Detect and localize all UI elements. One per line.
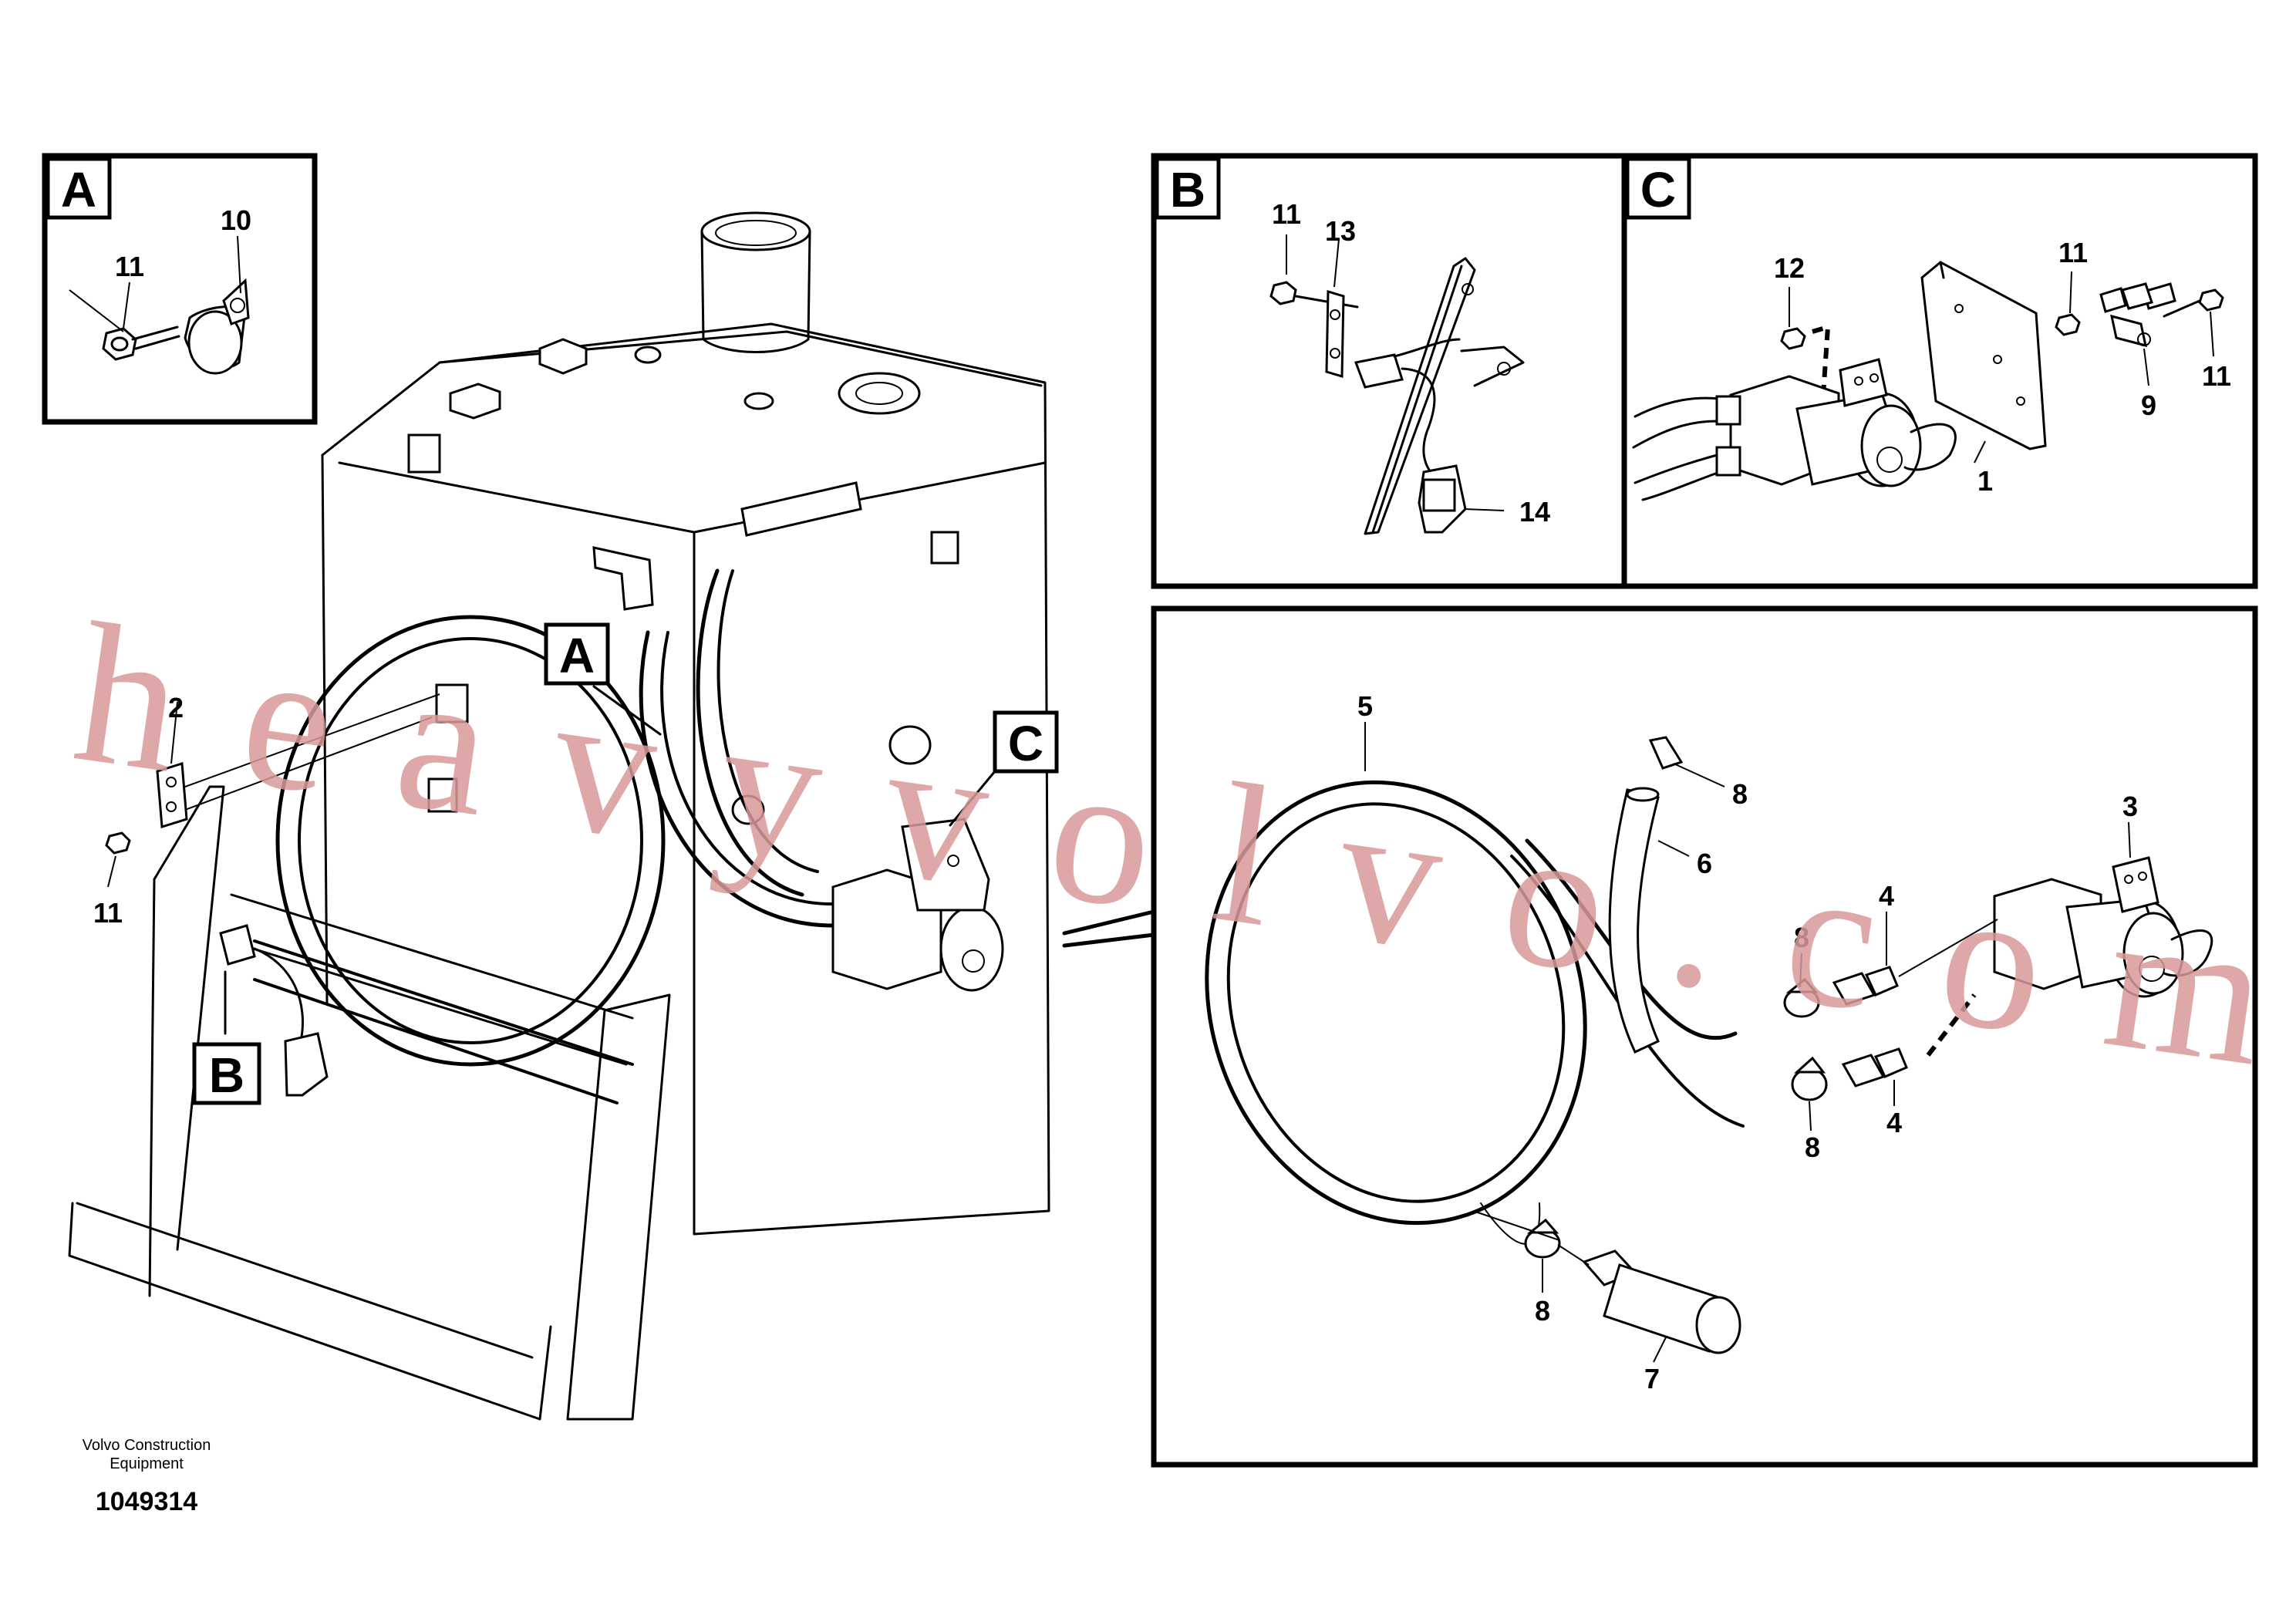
callout-a-10: 10 [221, 204, 251, 236]
callout-d-4-upper: 4 [1879, 880, 1894, 912]
detail-c-frame [1621, 153, 2258, 589]
detail-a-parts [69, 235, 250, 375]
exploded-parts [1205, 722, 2213, 1363]
detail-a-letter-box: A [46, 157, 112, 220]
detail-a-frame [42, 153, 318, 425]
callout-d-3: 3 [2122, 791, 2138, 822]
callout-c-11-upper: 11 [2058, 237, 2088, 268]
detail-c-parts [1632, 261, 2224, 501]
detail-c-letter-box: C [1625, 157, 1691, 220]
main-c-letter: C [1008, 716, 1043, 771]
callout-d-8-bottom: 8 [1535, 1295, 1550, 1327]
detail-a-letter: A [61, 162, 96, 218]
callout-main-2: 2 [168, 692, 184, 723]
detail-b-letter: B [1170, 162, 1205, 218]
callout-d-6: 6 [1697, 848, 1712, 879]
detail-b-parts [1269, 234, 1525, 535]
callout-c-1: 1 [1977, 465, 1993, 497]
callout-d-5: 5 [1357, 690, 1373, 722]
main-c-letter-box: C [993, 710, 1059, 774]
callout-c-11-right: 11 [2202, 360, 2231, 392]
exploded-view-frame [1151, 605, 2258, 1468]
callout-c-9: 9 [2141, 389, 2156, 421]
footer-company-line1: Volvo Construction [83, 1437, 211, 1454]
footer-company-line2: Equipment [110, 1455, 184, 1472]
detail-b-letter-box: B [1155, 157, 1221, 220]
callout-d-7: 7 [1644, 1363, 1660, 1394]
main-assembly [68, 211, 1156, 1421]
callout-a-11: 11 [115, 251, 144, 282]
callout-d-4-lower: 4 [1886, 1107, 1902, 1138]
callout-d-8-upper: 8 [1794, 922, 1809, 953]
detail-c-letter: C [1640, 162, 1676, 218]
callout-c-12: 12 [1774, 252, 1805, 284]
callout-d-8-top: 8 [1732, 778, 1748, 810]
callout-b-14: 14 [1519, 496, 1550, 528]
callout-b-13: 13 [1325, 215, 1356, 247]
callout-main-11: 11 [93, 897, 123, 929]
callout-b-11: 11 [1272, 198, 1301, 230]
callout-d-8-lower: 8 [1805, 1131, 1820, 1163]
drawing-number: 1049314 [96, 1487, 197, 1516]
main-a-letter: A [559, 628, 595, 683]
main-b-letter: B [209, 1047, 244, 1103]
main-a-letter-box: A [544, 622, 610, 686]
main-b-letter-box: B [192, 1042, 261, 1105]
